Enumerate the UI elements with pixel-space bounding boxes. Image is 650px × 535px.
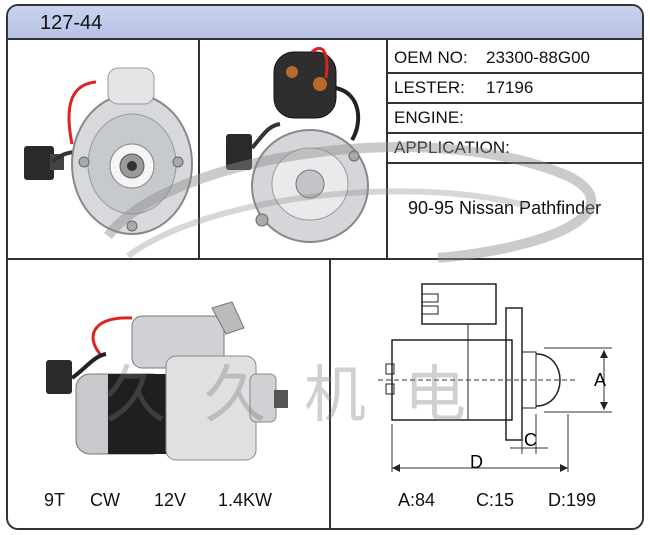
spec-divider-1 (386, 72, 642, 74)
engine-label: ENGINE: (394, 108, 464, 127)
divider-bottom (329, 258, 331, 528)
oem-value: 23300-88G00 (486, 48, 590, 67)
dimension-c: C:15 (476, 490, 515, 510)
oem-label: OEM NO: (394, 48, 468, 67)
starter-side-photo (46, 301, 288, 461)
watermark-text: 久久机电 (104, 358, 505, 431)
dimension-diagram: A C D (378, 283, 612, 472)
rating-voltage: 12V (154, 490, 187, 510)
dimension-a: A:84 (398, 490, 436, 510)
spec-divider-4 (386, 162, 642, 164)
header-bar: 127-44 (8, 6, 642, 40)
lester-value: 17196 (486, 78, 534, 97)
rating-rotation: CW (90, 490, 120, 510)
diagram-label-d: D (470, 452, 483, 472)
product-card: 127-44 OEM NO: 23300-88G00 LESTER: 17196… (6, 4, 644, 530)
starter-front-photo (24, 67, 193, 235)
rating-teeth: 9T (44, 490, 66, 510)
divider-top-bottom (8, 258, 642, 260)
application-text: 90-95 Nissan Pathfinder (408, 198, 602, 218)
starter-rear-photo (226, 46, 369, 243)
divider-photo1-photo2 (198, 40, 200, 260)
dimension-d: D:199 (548, 490, 597, 510)
lester-label: LESTER: (394, 78, 465, 97)
rating-power: 1.4KW (218, 490, 273, 510)
spec-divider-2 (386, 102, 642, 104)
diagram-label-c: C (524, 430, 537, 450)
model-number: 127-44 (40, 12, 103, 34)
divider-photo2-specs (386, 40, 388, 260)
application-label: APPLICATION: (394, 138, 510, 157)
spec-divider-3 (386, 132, 642, 134)
diagram-label-a: A (594, 370, 606, 390)
